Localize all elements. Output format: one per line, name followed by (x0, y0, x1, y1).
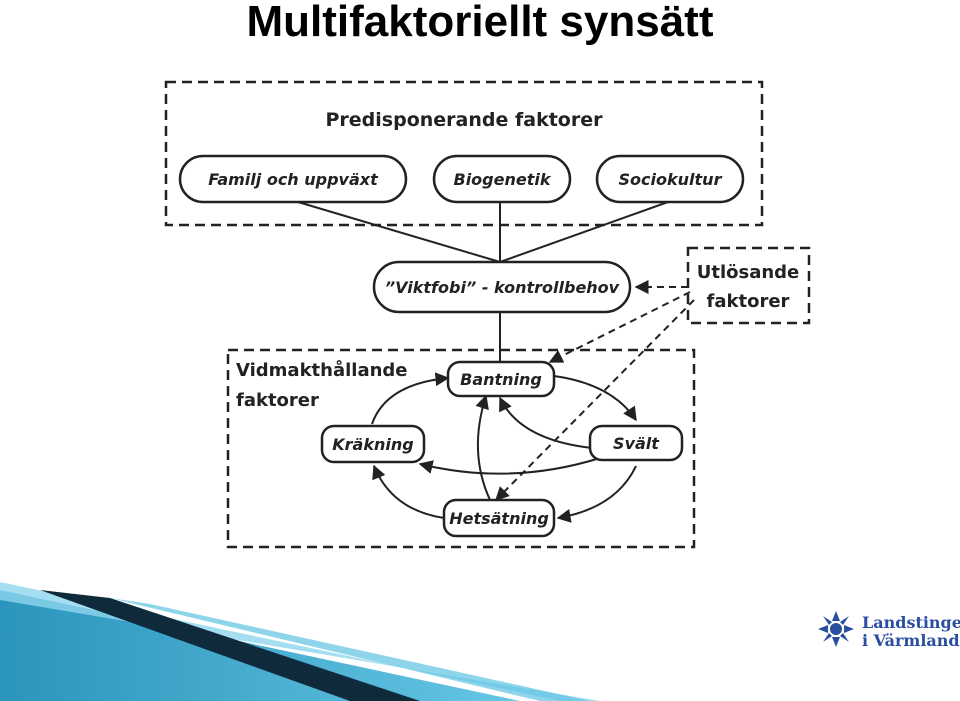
node-sociocultural-pill (595, 154, 745, 204)
trigger-arrow-to-bantning (548, 291, 691, 363)
predisposing-group-label: Predisponerande faktorer (326, 109, 604, 131)
node-viktfobi-label: ”Viktfobi” - kontrollbehov (385, 278, 620, 297)
trigger-arrow-to-hetsatning (495, 299, 695, 501)
connector-sociocultural-viktfobi (499, 201, 669, 263)
logo-line2: i Värmland (862, 631, 960, 650)
arrow-svalt-krakning (418, 457, 601, 475)
triggering-label-line2: faktorer (707, 291, 790, 312)
arrow-hetsatning-bantning (475, 394, 491, 501)
logo-line1: Landstinget (862, 613, 960, 632)
node-family-pill (178, 154, 408, 204)
slide-title: Multifaktoriellt synsätt (246, 0, 714, 46)
maintaining-label-line2: faktorer (236, 390, 319, 411)
maintaining-group-box (226, 348, 696, 549)
node-biogenetic-label: Biogenetik (454, 170, 552, 189)
snowflake-icon (818, 611, 854, 647)
arrow-bantning-svalt (553, 375, 637, 422)
node-bantning-label: Bantning (460, 370, 542, 389)
node-sociocultural-label: Sociokultur (619, 170, 723, 189)
decorative-bottom-band (0, 582, 600, 701)
node-viktfobi-pill (372, 260, 632, 314)
arrow-krakning-bantning (371, 372, 450, 425)
arrow-svalt-bantning (499, 396, 593, 449)
node-hetsatning-label: Hetsätning (449, 509, 549, 528)
node-svalt-pill (588, 424, 684, 462)
arrow-svalt-hetsatning (556, 465, 637, 523)
node-hetsatning-pill (442, 498, 556, 538)
node-bantning-pill (446, 360, 556, 398)
node-svalt-label: Svält (613, 434, 660, 453)
node-krakning-pill (320, 424, 426, 464)
arrow-hetsatning-krakning (372, 464, 445, 519)
connector-family-viktfobi (297, 201, 501, 263)
node-biogenetic-pill (432, 154, 572, 204)
triggering-label-line1: Utlösande (697, 262, 800, 283)
maintaining-label-line1: Vidmakthållande (236, 359, 408, 381)
triggering-group-box (686, 246, 811, 325)
landstinget-logo: Landstinget i Värmland (818, 611, 960, 650)
node-family-label: Familj och uppväxt (208, 170, 379, 189)
predisposing-group-box (164, 80, 764, 227)
node-krakning-label: Kräkning (332, 435, 413, 454)
